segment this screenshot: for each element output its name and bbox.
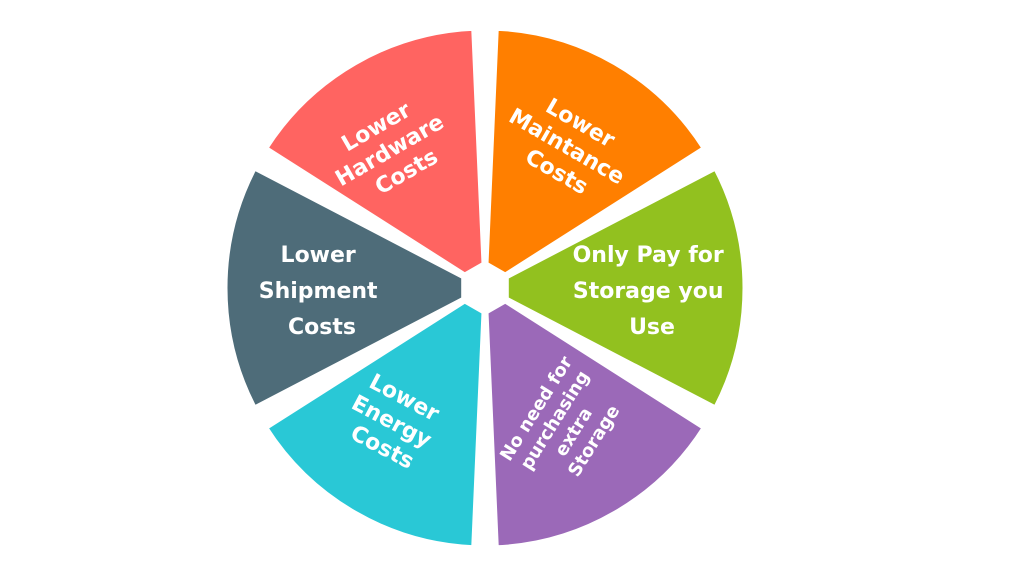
segment-energy: Lower Energy Costs xyxy=(263,298,487,551)
segment-maintenance: Lower Maintance Costs xyxy=(483,25,707,278)
segment-purchasing: No need for purchasing extra Storage xyxy=(483,298,707,551)
segment-hardware-shape xyxy=(263,25,487,278)
segment-maintenance-shape xyxy=(483,25,707,278)
segment-shipment: Lower Shipment Costs xyxy=(222,165,467,411)
segment-storage-label: Only Pay for Storage you Use xyxy=(573,243,732,340)
segment-purchasing-shape xyxy=(483,298,707,551)
segment-hardware: Lower Hardware Costs xyxy=(263,25,487,278)
segment-shipment-shape xyxy=(222,165,467,411)
segment-shipment-label: Lower Shipment Costs xyxy=(259,243,386,340)
segment-energy-shape xyxy=(263,298,487,551)
segment-storage-shape xyxy=(503,165,748,411)
segment-storage: Only Pay for Storage you Use xyxy=(503,165,748,411)
